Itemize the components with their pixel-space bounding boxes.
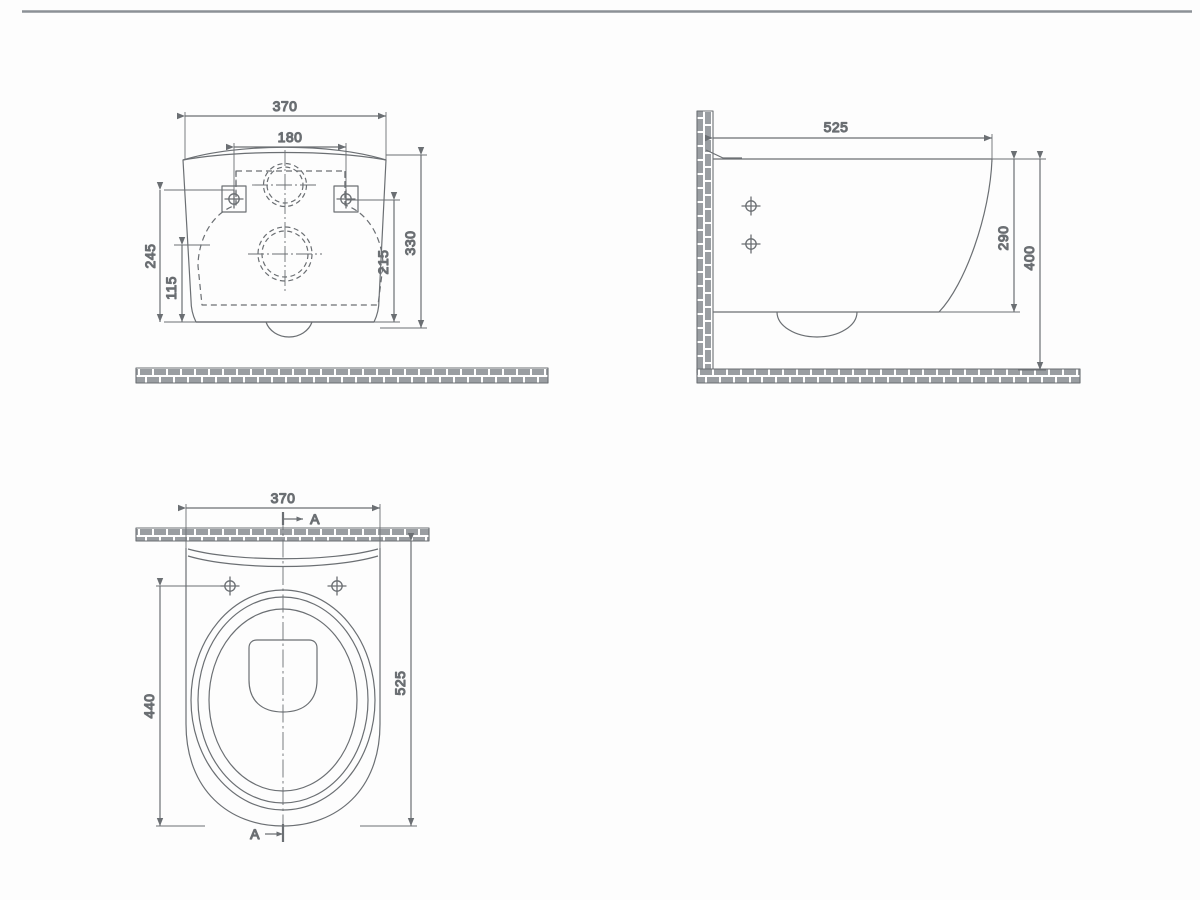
section-mark-a-top: A: [281, 510, 320, 528]
dimension-front-height-245-label: 245: [142, 244, 158, 269]
section-mark-a-bottom-label: A: [250, 826, 260, 842]
side-body-outline: [713, 158, 993, 313]
dimension-plan-depth-525: 525: [360, 533, 417, 827]
dimension-side-height-290: 290: [939, 151, 1020, 313]
side-floor-masonry: [696, 368, 1081, 384]
dimension-plan-depth-525-label: 525: [392, 671, 408, 696]
plan-fixing-centre-mark-right: [326, 575, 348, 597]
dimension-front-bolt-spacing-label: 180: [278, 129, 303, 145]
dimension-front-height-330: 330: [380, 147, 427, 329]
dimension-front-width: 370: [177, 97, 387, 160]
dimension-side-projection-label: 525: [824, 119, 849, 135]
side-wall-masonry: [696, 110, 714, 374]
side-section-view: 525 290 400: [696, 110, 1081, 384]
side-outlet-spigot: [776, 311, 858, 338]
dimension-plan-depth-440-label: 440: [141, 694, 157, 719]
section-mark-a-bottom: A: [249, 824, 285, 843]
dimension-side-height-400: 400: [1018, 151, 1046, 371]
side-break-line: [705, 149, 742, 159]
plan-view: 370 525 440 A: [135, 489, 430, 843]
plan-wall-masonry: [135, 527, 430, 542]
dimension-plan-depth-440: 440: [140, 578, 230, 827]
front-outlet-spigot: [265, 321, 313, 338]
dimension-front-height-330-label: 330: [402, 231, 418, 256]
section-mark-a-top-label: A: [310, 511, 320, 527]
front-seat-shoulders: [221, 185, 359, 213]
side-fixing-centre-mark-upper: [740, 195, 762, 217]
front-centre-lines: [248, 150, 322, 292]
front-elevation-view: 370 180 245 115: [135, 97, 549, 384]
dimension-front-height-115-label: 115: [163, 276, 179, 300]
dimension-front-height-215: 215: [346, 192, 400, 323]
side-fixing-centre-mark-lower: [740, 233, 762, 255]
dimension-side-projection: 525: [705, 118, 993, 162]
dimension-plan-width: 370: [178, 489, 381, 548]
dimension-front-height-115: 115: [162, 237, 210, 322]
front-hidden-bowl-outline: [197, 170, 384, 306]
front-body-outline: [182, 146, 387, 323]
dimension-front-width-label: 370: [273, 98, 298, 114]
front-floor-masonry: [135, 367, 549, 384]
dimension-front-height-215-label: 215: [375, 250, 391, 275]
dimension-side-height-400-label: 400: [1021, 246, 1037, 271]
dimension-front-height-245: 245: [141, 182, 234, 323]
dimension-plan-width-label: 370: [271, 490, 296, 506]
dimension-side-height-290-label: 290: [995, 226, 1011, 251]
